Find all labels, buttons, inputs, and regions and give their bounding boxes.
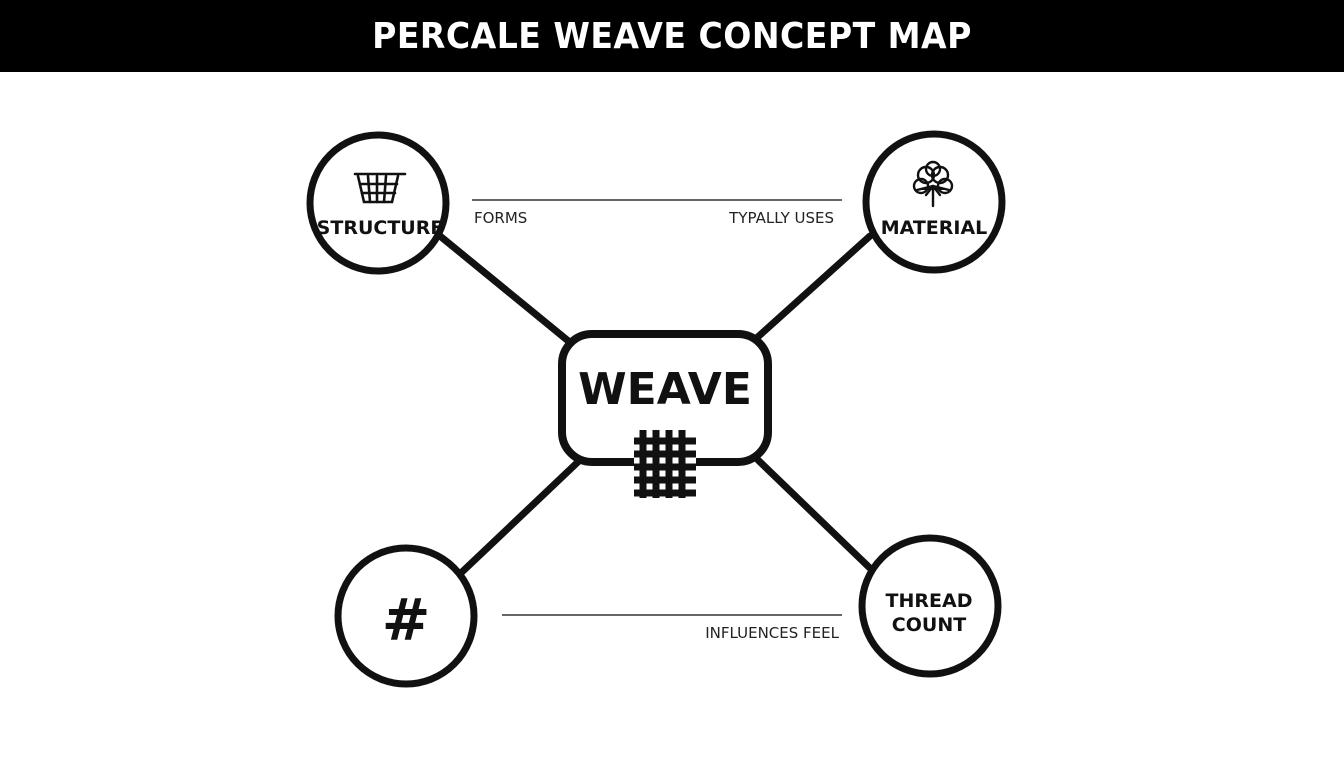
node-weave-label: WEAVE (578, 364, 752, 415)
node-weave[interactable]: WEAVE (558, 330, 772, 498)
cotton-boll-icon (912, 160, 954, 208)
node-hash[interactable]: # (334, 544, 478, 688)
node-material-label: MATERIAL (881, 217, 988, 239)
connector-structure-weave (436, 232, 576, 348)
basket-icon (353, 172, 407, 204)
page-title: PERCALE WEAVE CONCEPT MAP (372, 15, 972, 57)
node-structure-label: STRUCTURE (317, 217, 444, 239)
node-material[interactable]: MATERIAL (862, 130, 1006, 274)
weave-grid-icon (634, 430, 696, 498)
node-structure[interactable]: STRUCTURE (306, 131, 450, 275)
edge-label-typically-uses: TYPALLY USES (728, 209, 834, 227)
connector-threadcount-weave (754, 456, 878, 576)
hash-icon: # (382, 586, 431, 654)
connector-material-weave (746, 232, 874, 348)
edge-label-influences-feel: INFLUENCES FEEL (705, 624, 839, 642)
node-thread-count-label-line1: THREAD (886, 590, 973, 612)
connectors (436, 232, 878, 576)
node-thread-count[interactable]: THREAD COUNT (858, 534, 1002, 678)
node-thread-count-label-line2: COUNT (892, 614, 966, 636)
connector-hash-weave (458, 456, 584, 576)
title-bar: PERCALE WEAVE CONCEPT MAP (0, 0, 1344, 72)
edge-label-forms: FORMS (474, 209, 527, 227)
